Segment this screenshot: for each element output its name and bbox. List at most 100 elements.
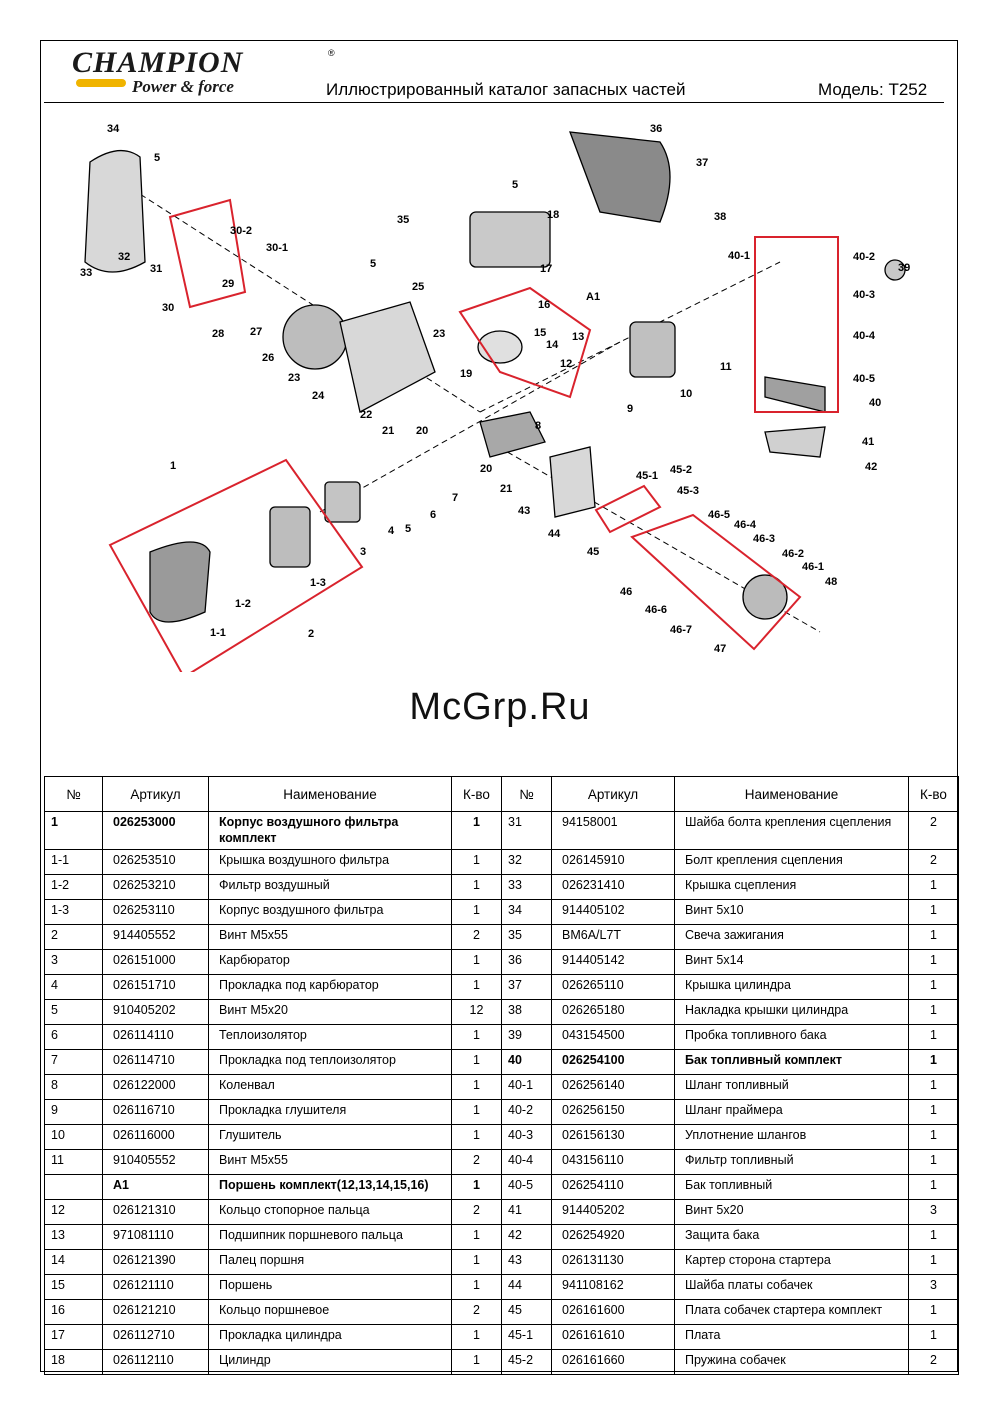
cell-article: 026145910 bbox=[551, 849, 675, 875]
cell-part-number: 43 bbox=[501, 1249, 552, 1275]
cell-article: 026253000 bbox=[102, 811, 209, 850]
cell-part-name: Прокладка под теплоизолятор bbox=[208, 1049, 452, 1075]
callout-13: 13 bbox=[572, 331, 584, 343]
cell-article: 026121210 bbox=[102, 1299, 209, 1325]
highlight-box-30 bbox=[168, 198, 247, 309]
cell-part-name: Цилиндр bbox=[208, 1349, 452, 1375]
cell-part-number: 40-4 bbox=[501, 1149, 552, 1175]
callout-40-3: 40-3 bbox=[853, 289, 875, 301]
cell-part-number: 41 bbox=[501, 1199, 552, 1225]
cell-part-number bbox=[44, 1174, 103, 1200]
cell-part-number: 12 bbox=[44, 1199, 103, 1225]
cell-article: 026121390 bbox=[102, 1249, 209, 1275]
cell-quantity: 1 bbox=[908, 949, 959, 975]
callout-46: 46 bbox=[620, 586, 632, 598]
cell-article: 026151000 bbox=[102, 949, 209, 975]
cell-part-number: 31 bbox=[501, 811, 552, 850]
cell-part-number: 18 bbox=[44, 1349, 103, 1375]
logo-tagline: Power & force bbox=[132, 77, 234, 96]
callout-40: 40 bbox=[869, 397, 881, 409]
header-col-name-2: Наименование bbox=[674, 776, 909, 812]
callout-1: 1 bbox=[170, 460, 176, 472]
fuel-tank-shape bbox=[764, 376, 826, 413]
cell-article: 026161660 bbox=[551, 1349, 675, 1375]
callout-37: 37 bbox=[696, 157, 708, 169]
callout-48: 48 bbox=[825, 576, 837, 588]
cell-article: 914405102 bbox=[551, 899, 675, 925]
callout-35: 35 bbox=[397, 214, 409, 226]
callout-46-1: 46-1 bbox=[802, 561, 824, 573]
callout-A1: A1 bbox=[586, 291, 600, 303]
cell-part-name: Бак топливный комплект bbox=[674, 1049, 909, 1075]
cell-part-name: Пробка топливного бака bbox=[674, 1024, 909, 1050]
cell-article: 026112110 bbox=[102, 1349, 209, 1375]
cell-quantity: 12 bbox=[451, 999, 502, 1025]
cell-quantity: 1 bbox=[908, 1049, 959, 1075]
cell-part-name: Защита бака bbox=[674, 1224, 909, 1250]
cell-part-name: Пружина собачек bbox=[674, 1349, 909, 1375]
callout-22: 22 bbox=[360, 409, 372, 421]
cell-quantity: 1 bbox=[451, 1324, 502, 1350]
cell-quantity: 1 bbox=[451, 974, 502, 1000]
cell-part-name: Поршень bbox=[208, 1274, 452, 1300]
cell-quantity: 2 bbox=[451, 1149, 502, 1175]
callout-46-2: 46-2 bbox=[782, 548, 804, 560]
cell-quantity: 1 bbox=[908, 899, 959, 925]
logo-registered-mark: ® bbox=[328, 48, 335, 58]
cell-part-number: 40-5 bbox=[501, 1174, 552, 1200]
cell-part-number: 32 bbox=[501, 849, 552, 875]
cell-article: BM6A/L7T bbox=[551, 924, 675, 950]
cell-quantity: 1 bbox=[451, 1124, 502, 1150]
cell-part-name: Винт М5х20 bbox=[208, 999, 452, 1025]
callout-1-3: 1-3 bbox=[310, 577, 326, 589]
callout-40-5: 40-5 bbox=[853, 373, 875, 385]
cell-quantity: 3 bbox=[908, 1199, 959, 1225]
cell-part-number: 36 bbox=[501, 949, 552, 975]
cell-quantity: 1 bbox=[908, 1074, 959, 1100]
catalog-title: Иллюстрированный каталог запасных частей bbox=[326, 80, 686, 99]
champion-logo: CHAMPION Power & force ® bbox=[70, 46, 335, 101]
cell-part-number: 15 bbox=[44, 1274, 103, 1300]
cell-quantity: 1 bbox=[908, 924, 959, 950]
cell-article: 026121310 bbox=[102, 1199, 209, 1225]
cell-part-name: Винт М5х55 bbox=[208, 1149, 452, 1175]
cell-part-name: Болт крепления сцепления bbox=[674, 849, 909, 875]
cell-article: 914405202 bbox=[551, 1199, 675, 1225]
cell-part-name: Прокладка под карбюратор bbox=[208, 974, 452, 1000]
cell-quantity: 1 bbox=[908, 1149, 959, 1175]
callout-2: 2 bbox=[308, 628, 314, 640]
watermark-text: McGrp.Ru bbox=[409, 686, 591, 728]
cell-part-name: Корпус воздушного фильтра bbox=[208, 899, 452, 925]
cell-part-number: 11 bbox=[44, 1149, 103, 1175]
callout-21: 21 bbox=[500, 483, 512, 495]
callout-4: 4 bbox=[388, 525, 395, 537]
cell-article: 026254110 bbox=[551, 1174, 675, 1200]
cell-quantity: 1 bbox=[451, 874, 502, 900]
cell-quantity: 2 bbox=[908, 1349, 959, 1375]
cell-part-number: 38 bbox=[501, 999, 552, 1025]
header-col-num-2: № bbox=[501, 776, 552, 812]
logo-brand: CHAMPION bbox=[72, 46, 244, 79]
cell-article: 026131130 bbox=[551, 1249, 675, 1275]
cell-part-name: Прокладка цилиндра bbox=[208, 1324, 452, 1350]
cell-part-name: Крышка сцепления bbox=[674, 874, 909, 900]
callout-40-1: 40-1 bbox=[728, 250, 750, 262]
highlight-box-45 bbox=[594, 484, 662, 534]
cell-part-number: 42 bbox=[501, 1224, 552, 1250]
cell-part-number: 10 bbox=[44, 1124, 103, 1150]
callout-23: 23 bbox=[288, 372, 300, 384]
cell-quantity: 1 bbox=[908, 1174, 959, 1200]
cell-part-name: Коленвал bbox=[208, 1074, 452, 1100]
callout-46-7: 46-7 bbox=[670, 624, 692, 636]
cell-part-number: 37 bbox=[501, 974, 552, 1000]
